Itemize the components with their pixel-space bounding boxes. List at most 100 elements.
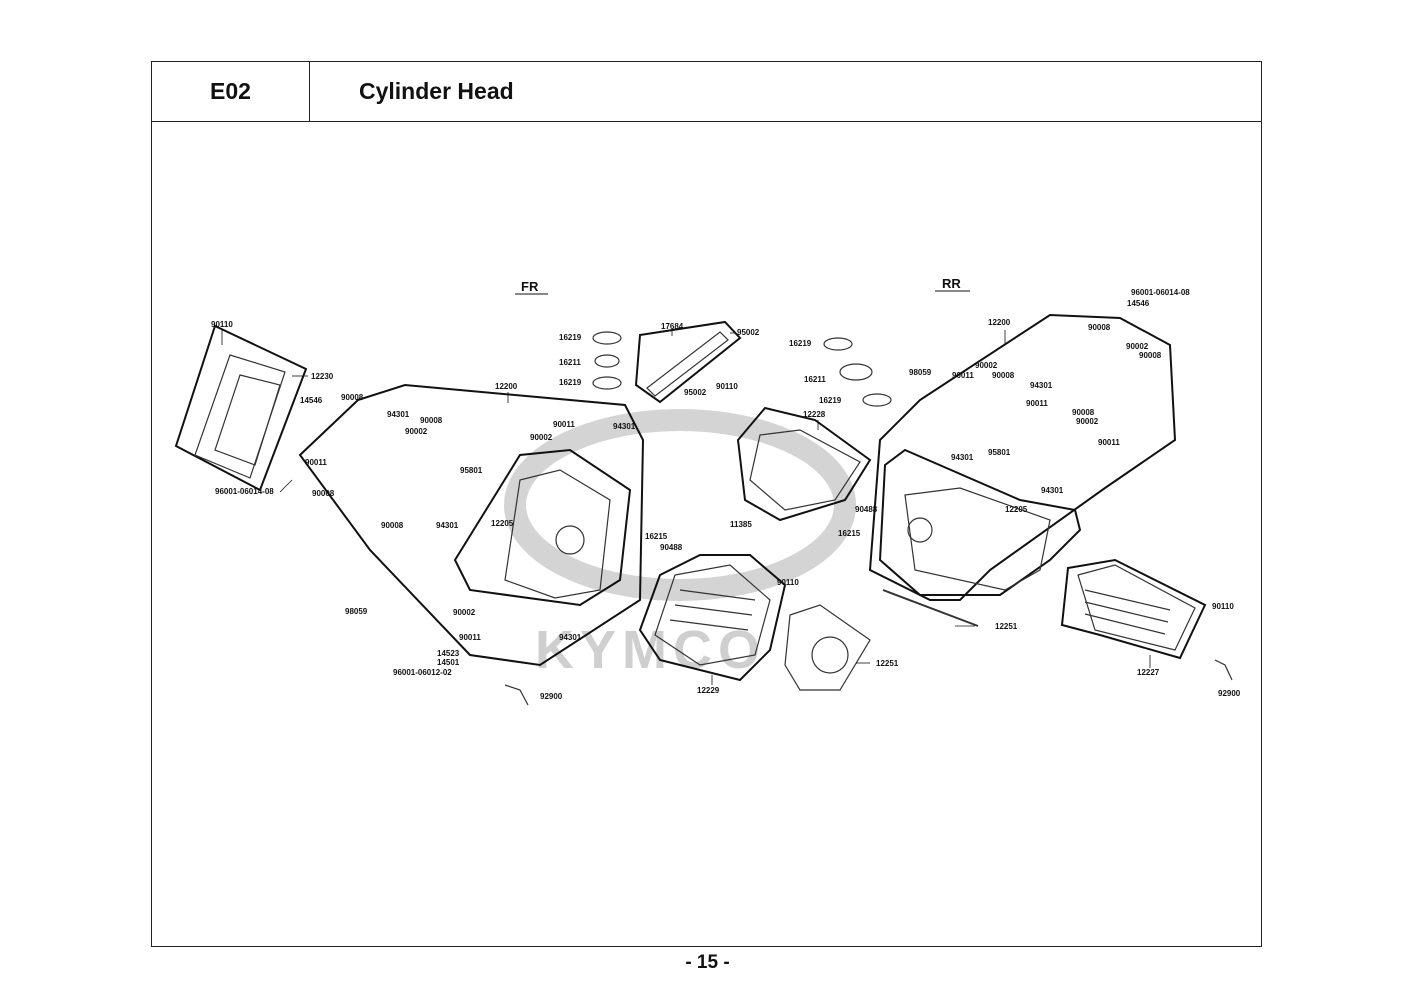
intake-pipe: [646, 331, 729, 397]
callout: 14546: [300, 396, 323, 405]
cylinder-block: [654, 564, 771, 666]
outline-front-head-inner: [453, 448, 632, 607]
callout: 90110: [211, 320, 233, 329]
gasket-12251-rear: [882, 589, 979, 627]
pipe-92900-rear: [1214, 659, 1233, 681]
callout: 96001-06014-08: [1131, 288, 1190, 297]
callout: 12228: [803, 410, 826, 419]
callout: 94301: [1041, 486, 1064, 495]
callout: 12200: [495, 382, 518, 391]
callout: 90002: [1126, 342, 1149, 351]
callout: 16219: [819, 396, 842, 405]
callout: 90008: [1139, 351, 1162, 360]
callout: 90110: [716, 382, 738, 391]
callout: 90110: [777, 578, 799, 587]
outline-front-cover: [174, 324, 308, 492]
callout-labels: 90110 12230 14546 96001-06014-08 90008 9…: [211, 288, 1241, 701]
part-shapes: [194, 331, 1233, 706]
front-label: FR: [521, 279, 539, 294]
callout: 90110: [1212, 602, 1234, 611]
outline-rear-head-inner: [878, 448, 1082, 596]
callout: 90011: [305, 458, 327, 467]
callout: 14546: [1127, 299, 1150, 308]
callout: 12227: [1137, 668, 1160, 677]
callout: 92900: [540, 692, 563, 701]
clamp-16219-b: [592, 376, 622, 390]
callout: 12205: [491, 519, 514, 528]
callout: 90008: [1072, 408, 1095, 417]
callout: 94301: [1030, 381, 1053, 390]
callout: 16215: [838, 529, 861, 538]
rear-label: RR: [942, 276, 961, 291]
rubber-16211-a: [594, 354, 620, 368]
outline-intake-pipe: [634, 320, 742, 404]
rear-head-cover: [749, 429, 861, 511]
callout: 94301: [559, 633, 582, 642]
callout: 96001-06012-02: [393, 668, 452, 677]
callout: 90011: [1026, 399, 1048, 408]
callout: 12251: [995, 622, 1018, 631]
callout: 90002: [975, 361, 998, 370]
outline-rear-head: [868, 313, 1177, 601]
watermark-text: KYMCO: [535, 620, 766, 680]
callout: 90008: [381, 521, 404, 530]
callout: 16215: [645, 532, 668, 541]
callout: 16219: [559, 378, 582, 387]
callout: 16219: [559, 333, 582, 342]
leader-lines: [221, 329, 1151, 685]
outline-front-head: [298, 383, 645, 667]
callout: 95801: [988, 448, 1011, 457]
callout: 16219: [789, 339, 812, 348]
callout: 90011: [553, 420, 575, 429]
callout: 90002: [530, 433, 553, 442]
callout: 90008: [420, 416, 443, 425]
callout: 90011: [952, 371, 974, 380]
front-cylinder-head: [504, 469, 611, 599]
callout: 12200: [988, 318, 1011, 327]
clamp-16219-a: [592, 331, 622, 345]
rubber-16211-c: [839, 363, 873, 381]
clamp-16219-d: [862, 393, 892, 407]
rear-cylinder-head: [904, 487, 1051, 591]
callout: 12251: [876, 659, 899, 668]
page-title: Cylinder Head: [309, 61, 1262, 122]
callout: 16211: [804, 375, 826, 384]
outline-rear-cover: [736, 406, 872, 522]
rear-fin-cover: [1077, 564, 1196, 651]
callout: 12230: [311, 372, 334, 381]
callout: 94301: [951, 453, 974, 462]
callout: 90002: [405, 427, 428, 436]
callout: 90488: [855, 505, 878, 514]
callout: 95801: [460, 466, 483, 475]
callout: 95002: [684, 388, 707, 397]
callout: 96001-06014-08: [215, 487, 274, 496]
callout: 98059: [909, 368, 932, 377]
callout: 14501: [437, 658, 460, 667]
callout: 98059: [345, 607, 368, 616]
outline-cylinder: [638, 554, 787, 682]
callout: 90008: [1088, 323, 1111, 332]
callout: 90011: [459, 633, 481, 642]
pipe-92900-front: [504, 684, 529, 706]
callout: 92900: [1218, 689, 1241, 698]
callout: 11385: [730, 520, 752, 529]
clamp-16219-c: [823, 337, 853, 351]
callout: 12229: [697, 686, 720, 695]
callout: 14523: [437, 649, 460, 658]
front-cylinder-cover: [194, 354, 286, 479]
cylinder-gasket: [784, 604, 871, 691]
callout: 90488: [660, 543, 683, 552]
callout: 94301: [613, 422, 636, 431]
callout: 94301: [436, 521, 459, 530]
callout: 90002: [1076, 417, 1099, 426]
callout: 12205: [1005, 505, 1028, 514]
group-outlines: [174, 313, 1207, 682]
callout: 90008: [312, 489, 335, 498]
callout: 95002: [737, 328, 760, 337]
callout: 94301: [387, 410, 410, 419]
callout: 90008: [992, 371, 1015, 380]
callout: 90008: [341, 393, 364, 402]
outline-rear-fin-cover: [1060, 558, 1207, 660]
page-number: - 15 -: [685, 952, 730, 973]
